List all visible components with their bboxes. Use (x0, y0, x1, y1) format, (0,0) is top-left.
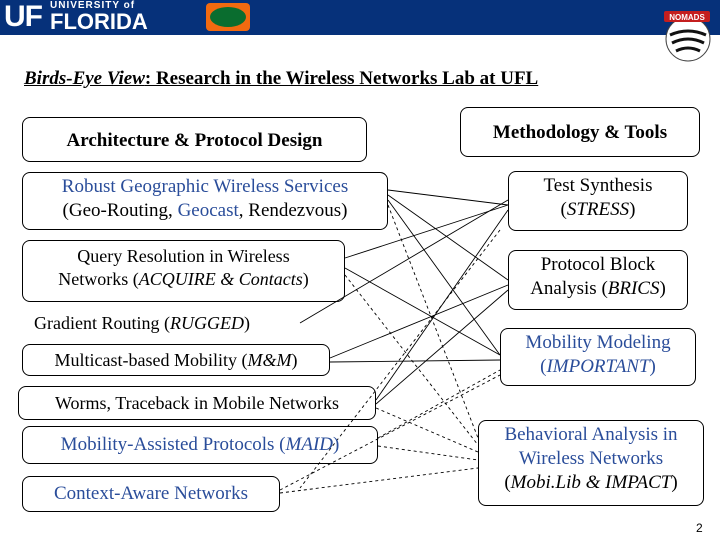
connector-line-dashed (279, 374, 501, 491)
connector-line-dashed (299, 229, 501, 489)
test-line2: (STRESS) (560, 198, 636, 220)
title-rest: : Research in the Wireless Networks Lab … (144, 68, 539, 89)
uf-logo[interactable]: UF UNIVERSITY of FLORIDA (4, 0, 148, 33)
mobility-assisted-box: Mobility-Assisted Protocols (MAID) (22, 426, 378, 464)
mob-line1: Mobility Modeling (525, 332, 671, 353)
slide-title: Birds-Eye View: Research in the Wireless… (24, 68, 538, 90)
methodology-header: Methodology & Tools (460, 107, 700, 157)
header-bar: UF UNIVERSITY of FLORIDA (0, 0, 720, 35)
connector-line-dashed (377, 369, 501, 439)
methodology-header-label: Methodology & Tools (492, 122, 668, 143)
connector-line (299, 199, 509, 324)
connector-line-dashed (375, 407, 479, 453)
uf-logo-mark: UF (4, 0, 43, 33)
connector-line (375, 209, 509, 401)
connector-line (344, 204, 509, 259)
gator-logo-icon (206, 3, 250, 31)
beh-line3: (Mobi.Lib & IMPACT) (504, 471, 678, 493)
protocol-block-box: Protocol Block Analysis (BRICS) (508, 250, 688, 310)
uf-logo-text: UNIVERSITY of FLORIDA (50, 1, 148, 33)
test-synthesis-box: Test Synthesis (STRESS) (508, 171, 688, 231)
robust-line2: (Geo-Routing, Geocast, Rendezvous) (62, 199, 348, 221)
nomads-logo-icon: NOMADS (664, 11, 711, 62)
block-line1: Protocol Block (540, 254, 656, 275)
connector-line (387, 189, 509, 206)
architecture-header-label: Architecture & Protocol Design (66, 130, 323, 151)
mobility-modeling-box: Mobility Modeling (IMPORTANT) (500, 328, 696, 386)
multicast-mobility-box: Multicast-based Mobility (M&M) (22, 344, 330, 376)
robust-geographic-box: Robust Geographic Wireless Services (Geo… (22, 172, 388, 230)
test-line1: Test Synthesis (543, 175, 653, 196)
title-emphasis: Birds-Eye View (24, 68, 145, 89)
connector-line-dashed (377, 445, 479, 461)
query-resolution-box: Query Resolution in Wireless Networks (A… (22, 240, 345, 302)
uf-logo-big: FLORIDA (50, 9, 148, 34)
connector-line (329, 284, 509, 359)
connector-line (387, 199, 501, 356)
architecture-header: Architecture & Protocol Design (22, 117, 367, 162)
page-number: 2 (696, 521, 703, 535)
robust-line1: Robust Geographic Wireless Services (61, 176, 349, 197)
connector-line-dashed (387, 204, 479, 439)
mob-line2: (IMPORTANT) (540, 355, 656, 377)
uf-logo-small: UNIVERSITY of (50, 0, 136, 11)
context-aware-box: Context-Aware Networks (22, 476, 280, 512)
block-line2: Analysis (BRICS) (530, 277, 666, 299)
connector-line (329, 359, 501, 363)
connector-line (344, 267, 501, 356)
connector-line (387, 194, 509, 281)
query-line1: Query Resolution in Wireless (77, 246, 290, 266)
behavioral-analysis-box: Behavioral Analysis in Wireless Networks… (478, 420, 704, 506)
beh-line2: Wireless Networks (518, 447, 664, 469)
nomads-badge-text: NOMADS (669, 13, 705, 22)
query-line2: Networks (ACQUIRE & Contacts) (58, 268, 309, 289)
connector-line (375, 289, 509, 405)
gradient-routing-item: Gradient Routing (RUGGED) (34, 313, 250, 333)
worms-traceback-box: Worms, Traceback in Mobile Networks (18, 386, 376, 420)
beh-line1: Behavioral Analysis in (504, 424, 678, 445)
connector-line-dashed (279, 467, 479, 494)
